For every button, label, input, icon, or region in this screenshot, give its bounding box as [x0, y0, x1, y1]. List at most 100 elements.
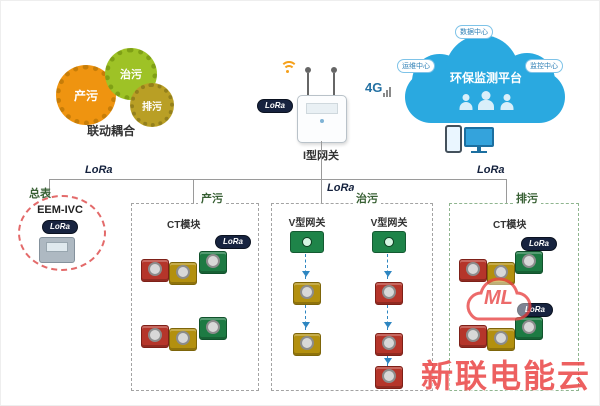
ct-module-yellow: [487, 328, 515, 351]
bus-lora-middle: LoRa: [327, 182, 355, 194]
ct-hole: [300, 285, 314, 299]
ct-hole: [382, 285, 396, 299]
meter-device: [39, 237, 75, 263]
down-arrow: [302, 254, 310, 279]
ct-module-green: [199, 317, 227, 340]
ct-hole: [522, 254, 536, 268]
monitor-base: [471, 151, 487, 153]
gear-treat-label: 治污: [120, 69, 142, 81]
ct-module-red: [459, 325, 487, 348]
ct-module-green: [199, 251, 227, 274]
gateway-antenna-left: [305, 67, 311, 97]
ct-hole: [206, 320, 220, 334]
zone-produce-box: [131, 203, 259, 391]
ct-hole: [494, 331, 508, 345]
wifi-icon: [280, 61, 298, 77]
person-head: [503, 94, 510, 101]
ct-module-yellow: [293, 333, 321, 356]
ct-hole: [466, 328, 480, 342]
meter-drop-line: [49, 179, 50, 197]
down-arrow: [384, 356, 392, 366]
zone-treat-title: 治污: [353, 190, 381, 206]
gateway-screen: [306, 103, 338, 114]
zone1-lora-badge: LoRa: [215, 235, 251, 249]
ct-hole: [206, 254, 220, 268]
cloud-users-icon: [397, 91, 575, 110]
wifi-arc-inner: [283, 65, 295, 77]
person-head: [462, 94, 469, 101]
person-head: [481, 91, 491, 100]
zone2-drop-line: [321, 179, 322, 203]
zone-discharge-title: 排污: [513, 190, 541, 206]
down-arrow: [384, 305, 392, 330]
person-icon: [478, 91, 495, 110]
zone-produce-title: 产污: [198, 190, 226, 206]
down-arrow: [384, 254, 392, 279]
ct-hole: [382, 369, 396, 383]
gear-discharge-label: 排污: [142, 101, 162, 113]
wifi-dot: [286, 70, 289, 73]
ct-hole: [300, 336, 314, 350]
zone-treat-box: [271, 203, 433, 391]
bus-lora-right: LoRa: [477, 164, 505, 176]
phone-icon: [445, 125, 462, 153]
person-body: [478, 100, 494, 110]
meter-tag: 总表: [29, 188, 51, 200]
wifi-arc-outer: [280, 61, 298, 79]
meter-screen: [46, 242, 68, 252]
ct-hole: [148, 328, 162, 342]
ct-hole: [176, 331, 190, 345]
4g-label: 4G: [365, 80, 383, 95]
gears-caption: 联动耦合: [86, 124, 135, 138]
ct-hole: [466, 262, 480, 276]
ct-module-red: [375, 366, 403, 389]
gateway-led: [320, 119, 324, 123]
gateway-antenna-right: [331, 67, 337, 97]
watermark-logo: ML: [453, 271, 541, 334]
gear-produce-label: 产污: [73, 88, 98, 103]
monitor-stand: [477, 147, 481, 151]
zone2-gateway1-label: V型网关: [288, 218, 326, 229]
cloud-platform: 环保监测平台 数据中心 运维中心 监控中心: [397, 25, 575, 139]
gateway-lora-badge: LoRa: [257, 99, 293, 113]
zone3-drop-line: [506, 179, 507, 203]
person-icon: [459, 94, 473, 110]
meter-highlight-ellipse: [18, 195, 106, 271]
ct-module-yellow: [293, 282, 321, 305]
down-arrow: [302, 305, 310, 330]
ct-module-green: [515, 317, 543, 340]
4g-signal-icon: 4G: [365, 79, 392, 97]
v-gateway-led: [384, 237, 394, 247]
ct-module-red: [459, 259, 487, 282]
monitor-icon: [464, 127, 494, 153]
ct-module-yellow: [169, 262, 197, 285]
lora-bus-line: [49, 179, 506, 180]
ct-module-red: [375, 282, 403, 305]
person-body: [500, 102, 513, 110]
signal-bar: [383, 93, 386, 97]
ct-hole: [176, 265, 190, 279]
signal-bar: [389, 87, 392, 97]
watermark-brand: 新联电能云: [421, 358, 592, 394]
cloud-badge-data-center: 数据中心: [455, 25, 493, 39]
cloud-badge-monitor-center: 监控中心: [525, 59, 563, 73]
v-gateway-led: [302, 237, 312, 247]
ct-module-green: [515, 251, 543, 274]
zone1-module-label: CT模块: [167, 220, 201, 231]
cloud-badge-ops-center: 运维中心: [397, 59, 435, 73]
v-gateway-device: [290, 231, 324, 253]
person-icon: [500, 94, 514, 110]
monitor-screen: [464, 127, 494, 147]
zone3-module-label: CT模块: [493, 220, 527, 231]
ct-hole: [522, 320, 536, 334]
ct-module-yellow: [169, 328, 197, 351]
ct-hole: [382, 336, 396, 350]
gateway-drop-line: [321, 141, 322, 179]
gateway-device: [297, 95, 347, 143]
person-body: [459, 102, 472, 110]
zone2-gateway2-label: V型网关: [370, 218, 408, 229]
watermark-logo-text: ML: [484, 287, 513, 309]
gear-discharge: 排污: [130, 83, 174, 127]
meter-model: EEM-IVC: [37, 204, 83, 216]
